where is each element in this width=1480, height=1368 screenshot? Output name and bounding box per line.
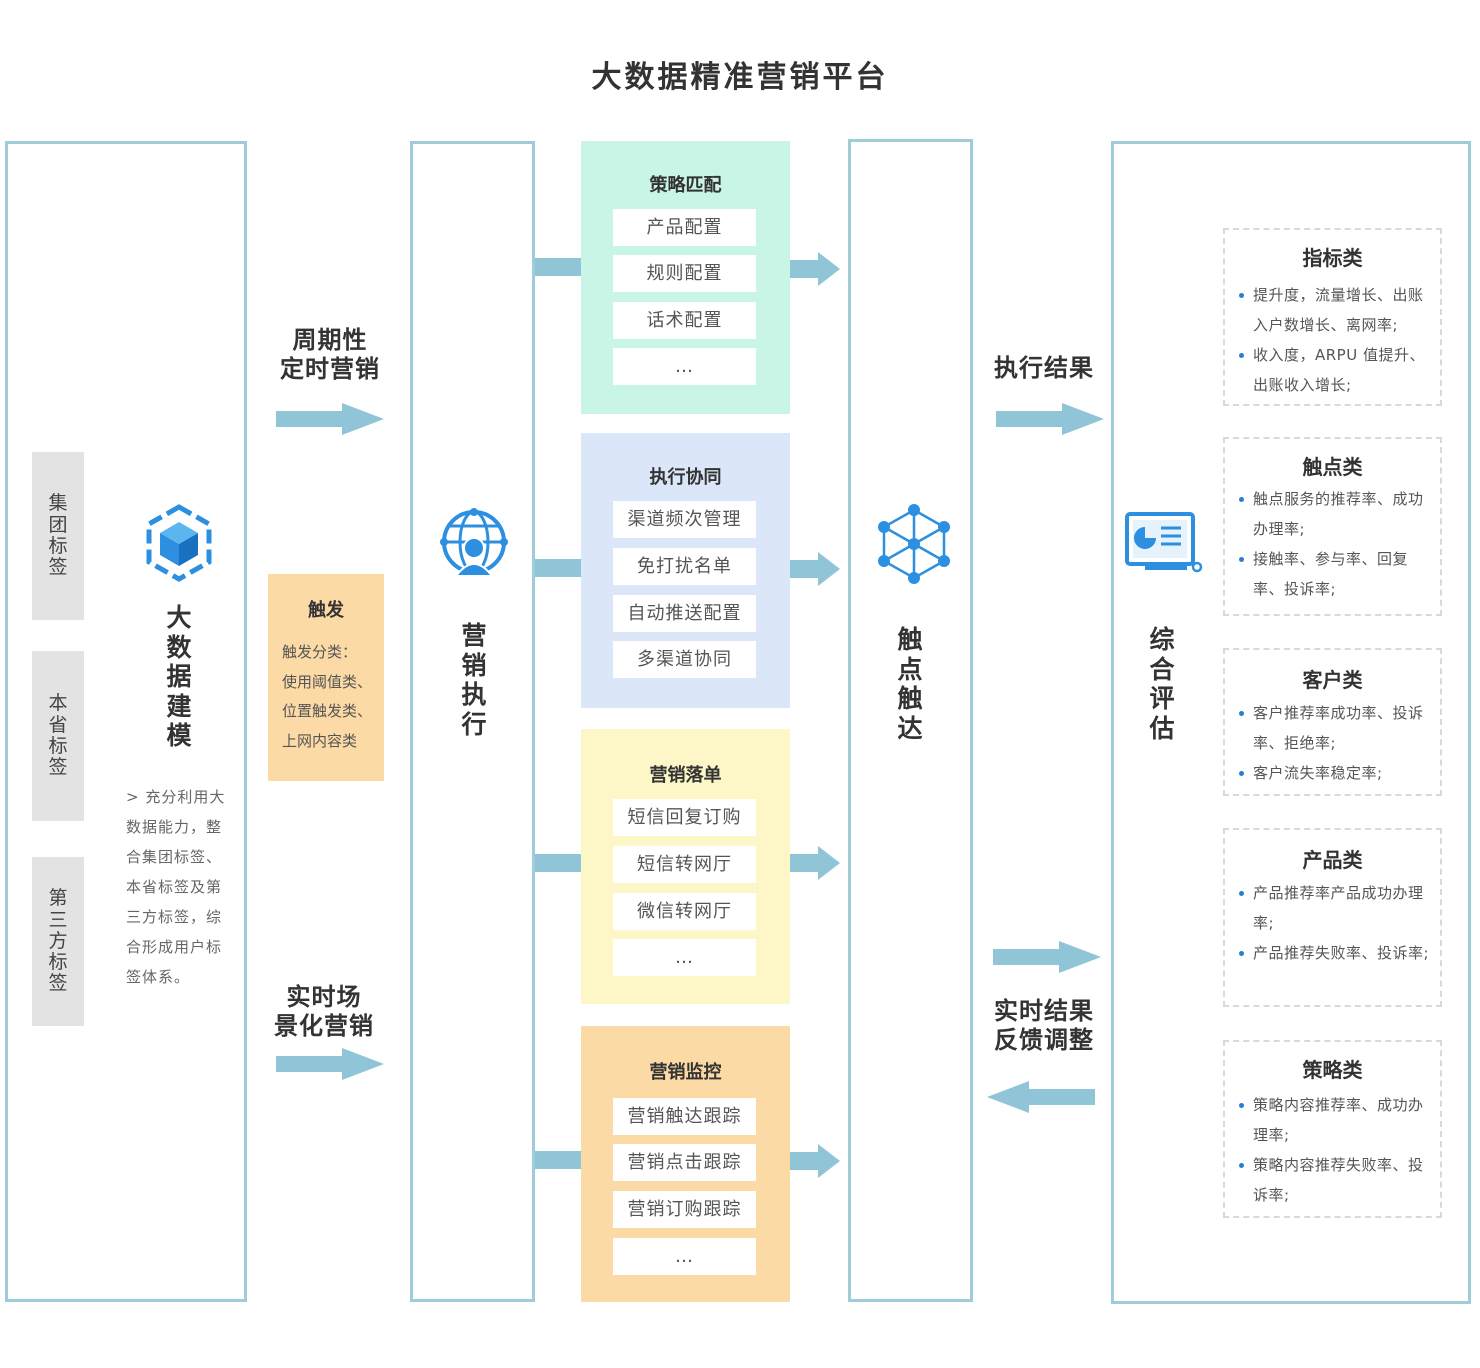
panel-item: 免打扰名单 — [613, 548, 756, 585]
evaluation-label: 综合评估 — [1149, 625, 1175, 743]
arrow-right-icon — [790, 252, 840, 286]
panel-item: 多渠道协同 — [613, 641, 756, 678]
realtime-marketing-label: 实时场景化营销 — [274, 983, 374, 1040]
panel-item: … — [613, 1238, 756, 1275]
panel-item: … — [613, 348, 756, 385]
metric-card-touchpoints: 触点类 触点服务的推荐率、成功办理率; 接触率、参与率、回复率、投诉率; — [1223, 437, 1442, 616]
panel-marketing-monitoring: 营销监控 营销触达跟踪 营销点击跟踪 营销订购跟踪 … — [581, 1026, 790, 1302]
metric-card-customers: 客户类 客户推荐率成功率、投诉率、拒绝率; 客户流失率稳定率; — [1223, 648, 1442, 796]
connector — [535, 854, 582, 872]
execution-frame — [410, 141, 535, 1302]
arrow-right-icon — [993, 941, 1101, 973]
tag-third-party: 第三方标签 — [32, 857, 84, 1026]
modeling-label: 大数据建模 — [166, 603, 192, 750]
touch-frame — [848, 139, 973, 1302]
panel-item: 营销触达跟踪 — [613, 1098, 756, 1135]
panel-item: 短信转网厅 — [613, 846, 756, 883]
arrow-left-icon — [987, 1081, 1095, 1113]
execution-label: 营销执行 — [461, 621, 487, 739]
connector — [535, 559, 582, 577]
panel-title: 策略匹配 — [649, 175, 722, 196]
user-network-icon — [440, 508, 508, 577]
trigger-body: 触发分类： 使用阈值类、 位置触发类、 上网内容类 — [282, 643, 373, 750]
tag-group: 集团标签 — [32, 452, 84, 620]
panel-item: 自动推送配置 — [613, 595, 756, 632]
panel-item: … — [613, 939, 756, 976]
execution-result-label: 执行结果 — [994, 354, 1094, 382]
metric-card-products: 产品类 产品推荐率产品成功办理率; 产品推荐失败率、投诉率; — [1223, 828, 1442, 1007]
panel-item: 微信转网厅 — [613, 893, 756, 930]
arrow-right-icon — [996, 403, 1104, 435]
panel-item: 话术配置 — [613, 302, 756, 339]
page-title: 大数据精准营销平台 — [591, 60, 889, 95]
modeling-description: > 充分利用大数据能力，整合集团标签、本省标签及第三方标签，综合形成用户标签体系… — [126, 788, 226, 986]
panel-item: 短信回复订购 — [613, 799, 756, 836]
periodic-marketing-label: 周期性定时营销 — [280, 326, 380, 383]
metric-card-strategies: 策略类 策略内容推荐率、成功办理率; 策略内容推荐失败率、投诉率; — [1223, 1040, 1442, 1218]
feedback-adjust-label: 实时结果反馈调整 — [994, 997, 1094, 1054]
panel-execution-coordination: 执行协同 渠道频次管理 免打扰名单 自动推送配置 多渠道协同 — [581, 433, 790, 708]
arrow-right-icon — [790, 1144, 840, 1178]
tag-province: 本省标签 — [32, 651, 84, 821]
trigger-title: 触发 — [308, 600, 344, 621]
arrow-right-icon — [790, 552, 840, 586]
metric-card-indicators: 指标类 提升度，流量增长、出账入户数增长、离网率; 收入度，ARPU 值提升、出… — [1223, 228, 1442, 406]
panel-strategy-matching: 策略匹配 产品配置 规则配置 话术配置 … — [581, 141, 790, 414]
panel-item: 渠道频次管理 — [613, 501, 756, 538]
trigger-box: 触发 触发分类： 使用阈值类、 位置触发类、 上网内容类 — [268, 574, 384, 781]
panel-title: 营销落单 — [649, 765, 722, 786]
panel-title: 执行协同 — [649, 467, 722, 488]
monitor-chart-icon — [1125, 512, 1203, 573]
panel-title: 营销监控 — [649, 1062, 722, 1083]
cube-icon — [146, 504, 212, 582]
connector — [535, 1151, 582, 1169]
panel-marketing-orders: 营销落单 短信回复订购 短信转网厅 微信转网厅 … — [581, 729, 790, 1004]
touch-label: 触点触达 — [897, 625, 923, 743]
panel-item: 产品配置 — [613, 209, 756, 246]
panel-item: 营销订购跟踪 — [613, 1191, 756, 1228]
arrow-right-icon — [276, 1048, 384, 1080]
connector — [535, 258, 582, 276]
arrow-right-icon — [790, 846, 840, 880]
arrow-right-icon — [276, 403, 384, 435]
network-nodes-icon — [878, 504, 950, 584]
panel-item: 营销点击跟踪 — [613, 1144, 756, 1181]
panel-item: 规则配置 — [613, 255, 756, 292]
